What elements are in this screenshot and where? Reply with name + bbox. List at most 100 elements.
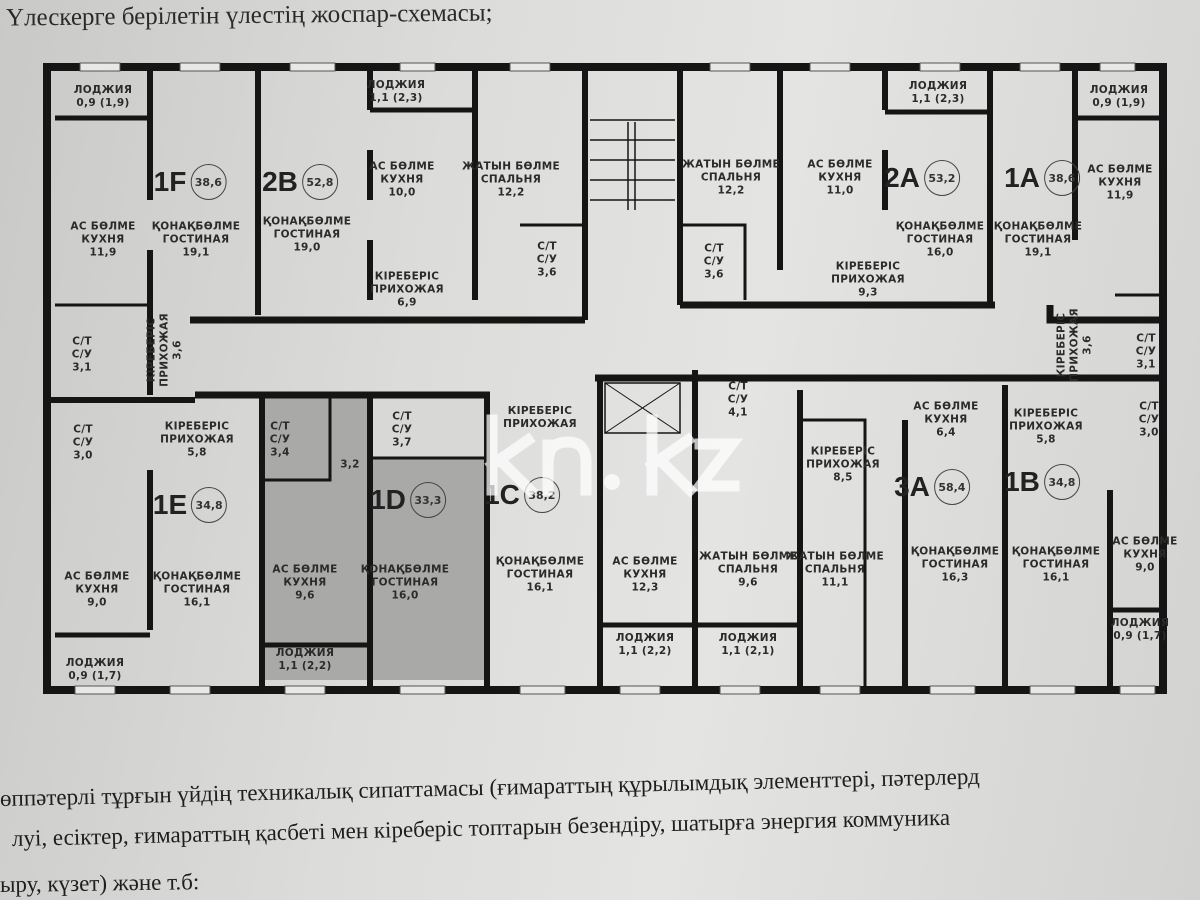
room-name-kk: С/Т bbox=[704, 242, 724, 255]
apartment-code: 2B bbox=[262, 166, 298, 197]
room-name-kk: С/Т bbox=[728, 380, 748, 393]
room-area: 11,1 bbox=[821, 576, 849, 589]
room-name-ru: С/У bbox=[72, 436, 94, 449]
room-name-ru: ГОСТИНАЯ bbox=[163, 583, 231, 596]
apartment-area-circle: 33,3 bbox=[409, 482, 446, 518]
room-area: 19,1 bbox=[182, 246, 210, 259]
room-name-kk: ҚОНАҚБӨЛМЕ bbox=[895, 220, 985, 233]
room-name-ru: КУХНЯ bbox=[1098, 176, 1142, 189]
room-name-ru: С/У bbox=[1138, 413, 1160, 426]
room-area: 8,5 bbox=[833, 471, 853, 484]
room-area: 3,6 bbox=[537, 266, 557, 279]
room-name-ru: СПАЛЬНЯ bbox=[700, 171, 762, 184]
apartment-code: 2A bbox=[884, 162, 920, 193]
room-name-kk: ЛОДЖИЯ bbox=[1110, 617, 1170, 629]
room-area: 3,0 bbox=[1139, 426, 1159, 439]
apartment-area-circle: 53,2 bbox=[923, 160, 960, 196]
room-area: 16,3 bbox=[941, 571, 969, 584]
room-area: 9,3 bbox=[858, 286, 878, 299]
room-area: 3,4 bbox=[270, 446, 290, 459]
room-area: 11,0 bbox=[826, 184, 854, 197]
room-name-ru: КУХНЯ bbox=[1123, 548, 1167, 561]
apartment-code: 1E bbox=[152, 489, 188, 520]
room-area: 9,0 bbox=[87, 596, 107, 609]
room-name-kk: КІРЕБЕРІС bbox=[145, 317, 158, 383]
room-name-kk: ҚОНАҚБӨЛМЕ bbox=[993, 220, 1083, 233]
room-name-kk: С/Т bbox=[270, 420, 290, 433]
room-area: 11,9 bbox=[89, 246, 117, 259]
room-name-ru: ГОСТИНАЯ bbox=[371, 576, 439, 589]
room-name-kk: АС БӨЛМЕ bbox=[1112, 535, 1178, 548]
room-name-kk: КІРЕБЕРІС bbox=[164, 420, 230, 433]
apartment-code: 1B bbox=[1004, 466, 1040, 497]
room-area: 19,1 bbox=[1024, 246, 1052, 259]
room-name-kk: АС БӨЛМЕ bbox=[612, 555, 678, 568]
room-area: 0,9 (1,7) bbox=[68, 670, 122, 682]
room-name-ru: С/У bbox=[536, 253, 558, 266]
room-area: 0,9 (1,9) bbox=[1092, 97, 1146, 109]
room-name-kk: С/Т bbox=[537, 240, 557, 253]
room-area: 9,6 bbox=[738, 576, 758, 589]
room-area: 1,1 (2,2) bbox=[278, 660, 332, 672]
room-name-ru: ГОСТИНАЯ bbox=[162, 233, 230, 246]
room-name-ru: С/У bbox=[391, 423, 413, 436]
room-area: 12,2 bbox=[497, 186, 525, 199]
room-name-ru: КУХНЯ bbox=[924, 413, 968, 426]
room-area: 16,0 bbox=[926, 246, 954, 259]
room-name-ru: КУХНЯ bbox=[283, 576, 327, 589]
room-name-ru: ПРИХОЖАЯ bbox=[160, 433, 234, 446]
apartment-code: 1F bbox=[153, 166, 187, 197]
room-area: 16,1 bbox=[1042, 571, 1070, 584]
paragraph-line-3: ыру, күзет) және т.б: bbox=[0, 869, 200, 897]
room-name-kk: КІРЕБЕРІС bbox=[810, 445, 876, 458]
room-name-kk: ЛОДЖИЯ bbox=[908, 80, 968, 92]
room-name-ru: С/У bbox=[1135, 345, 1157, 358]
room-area: 1,1 (2,1) bbox=[721, 645, 775, 657]
room-name-kk: ЖАТЫН БӨЛМЕ bbox=[698, 550, 798, 563]
room-name-ru: КУХНЯ bbox=[380, 173, 424, 186]
apartment-area-circle: 34,8 bbox=[191, 487, 228, 523]
room-name-kk: АС БӨЛМЕ bbox=[807, 158, 873, 171]
room-name-kk: ЖАТЫН БӨЛМЕ bbox=[461, 160, 561, 173]
room-name-ru: ГОСТИНАЯ bbox=[906, 233, 974, 246]
room-area: 1,1 (2,3) bbox=[911, 93, 965, 105]
room-area: 10,0 bbox=[388, 186, 416, 199]
room-name-ru: ПРИХОЖАЯ bbox=[806, 458, 880, 471]
room-area: 9,6 bbox=[295, 589, 315, 602]
apartment-code: 1D bbox=[370, 484, 406, 515]
room-name-kk: ҚОНАҚБӨЛМЕ bbox=[1011, 545, 1101, 558]
room-name-ru: ПРИХОЖАЯ bbox=[1068, 308, 1081, 382]
room-name-kk: ЛОДЖИЯ bbox=[1089, 84, 1149, 96]
room-area: 19,0 bbox=[293, 241, 321, 254]
room-name-ru: СПАЛЬНЯ bbox=[804, 563, 866, 576]
room-name-ru: СПАЛЬНЯ bbox=[480, 173, 542, 186]
walls bbox=[43, 63, 1167, 694]
room-name-ru: ПРИХОЖАЯ bbox=[503, 418, 577, 430]
apartment-area-circle: 38,6 bbox=[1043, 160, 1080, 196]
room-name-ru: С/У bbox=[703, 255, 725, 268]
